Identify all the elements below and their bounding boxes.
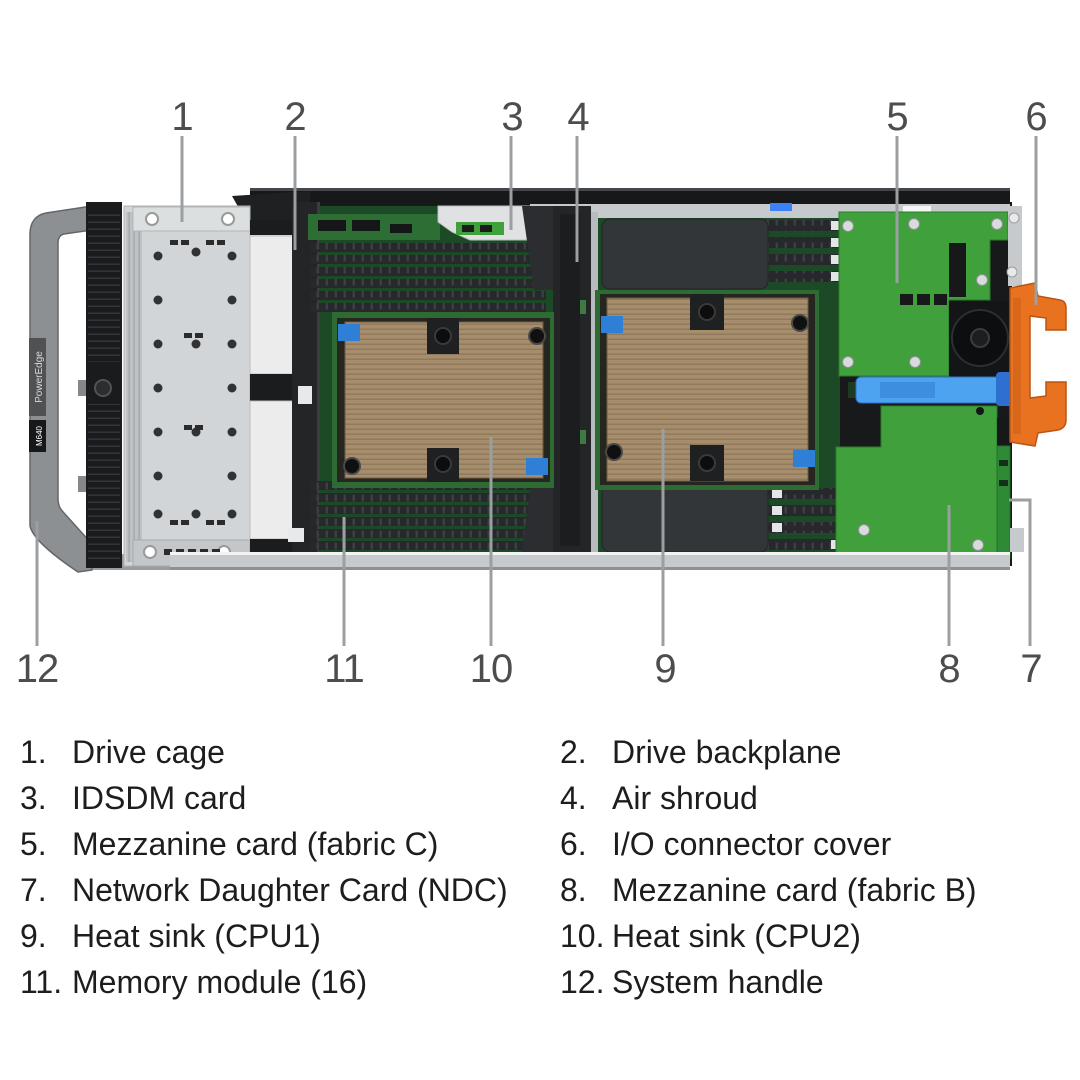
callout-4: 4 [567, 95, 589, 139]
callout-1: 1 [171, 95, 193, 139]
legend-num: 4. [560, 780, 587, 816]
heat-sink-cpu1 [595, 290, 819, 490]
brand-label: PowerEdge [34, 351, 45, 403]
callout-10: 10 [469, 647, 514, 691]
legend-item-12: 12. System handle [540, 961, 1080, 1003]
legend-num: 7. [20, 872, 47, 908]
legend-num: 5. [20, 826, 47, 862]
callout-12: 12 [15, 647, 60, 691]
legend-item-1: 1. Drive cage [0, 731, 540, 773]
legend-label: IDSDM card [72, 780, 247, 816]
legend-row: 1. Drive cage 2. Drive backplane [0, 731, 1080, 777]
front-panel-strip [86, 202, 122, 568]
legend-label: Network Daughter Card (NDC) [72, 872, 508, 908]
model-label: M640 [35, 425, 44, 446]
legend-item-8: 8. Mezzanine card (fabric B) [540, 869, 1080, 911]
legend-item-7: 7. Network Daughter Card (NDC) [0, 869, 540, 911]
legend-num: 6. [560, 826, 587, 862]
callout-9: 9 [654, 647, 676, 691]
legend-num: 1. [20, 734, 47, 770]
legend-num: 2. [560, 734, 587, 770]
legend-label: System handle [612, 964, 824, 1000]
legend-label: I/O connector cover [612, 826, 892, 862]
chassis-bottom-edge [170, 552, 1010, 570]
legend-label: Mezzanine card (fabric B) [612, 872, 977, 908]
callout-2: 2 [284, 95, 306, 139]
drive-bays [249, 220, 297, 556]
legend-row: 3. IDSDM card 4. Air shroud [0, 777, 1080, 823]
legend-row: 5. Mezzanine card (fabric C) 6. I/O conn… [0, 823, 1080, 869]
legend-num: 10. [560, 918, 605, 954]
legend-row: 7. Network Daughter Card (NDC) 8. Mezzan… [0, 869, 1080, 915]
legend-item-6: 6. I/O connector cover [540, 823, 1080, 865]
callout-6: 6 [1025, 95, 1047, 139]
legend-num: 8. [560, 872, 587, 908]
callout-leader-lines [35, 136, 1038, 646]
legend-item-5: 5. Mezzanine card (fabric C) [0, 823, 540, 865]
server-top-view-illustration: PowerEdge M640 [29, 136, 1067, 646]
legend-item-10: 10. Heat sink (CPU2) [540, 915, 1080, 957]
callout-7: 7 [1020, 647, 1042, 691]
legend-row: 9. Heat sink (CPU1) 10. Heat sink (CPU2) [0, 915, 1080, 961]
legend-item-3: 3. IDSDM card [0, 777, 540, 819]
network-daughter-card [996, 418, 1024, 559]
drive-cage [123, 205, 251, 567]
legend-num: 11. [20, 964, 63, 1000]
io-connector-cover [1009, 282, 1067, 447]
idsdm-card [308, 205, 531, 241]
legend-label: Heat sink (CPU2) [612, 918, 861, 954]
legend-label: Memory module (16) [72, 964, 368, 1000]
legend-item-9: 9. Heat sink (CPU1) [0, 915, 540, 957]
fan [900, 294, 1011, 376]
legend: 1. Drive cage 2. Drive backplane 3. IDSD… [0, 731, 1080, 1007]
legend-label: Drive cage [72, 734, 225, 770]
chassis-right-edge [1006, 206, 1022, 286]
legend-item-4: 4. Air shroud [540, 777, 1080, 819]
leader-line-7 [1009, 498, 1032, 646]
legend-row: 11. Memory module (16) 12. System handle [0, 961, 1080, 1007]
legend-label: Air shroud [612, 780, 758, 816]
legend-label: Heat sink (CPU1) [72, 918, 321, 954]
callout-11: 11 [324, 647, 365, 691]
legend-item-2: 2. Drive backplane [540, 731, 1080, 773]
legend-num: 3. [20, 780, 47, 816]
callout-3: 3 [501, 95, 523, 139]
legend-item-11: 11. Memory module (16) [0, 961, 540, 1003]
release-latch [848, 372, 1018, 406]
legend-label: Drive backplane [612, 734, 842, 770]
callout-8: 8 [938, 647, 960, 691]
legend-num: 12. [560, 964, 605, 1000]
legend-label: Mezzanine card (fabric C) [72, 826, 439, 862]
legend-num: 9. [20, 918, 47, 954]
callout-5: 5 [886, 95, 908, 139]
heat-sink-cpu2 [332, 312, 554, 488]
